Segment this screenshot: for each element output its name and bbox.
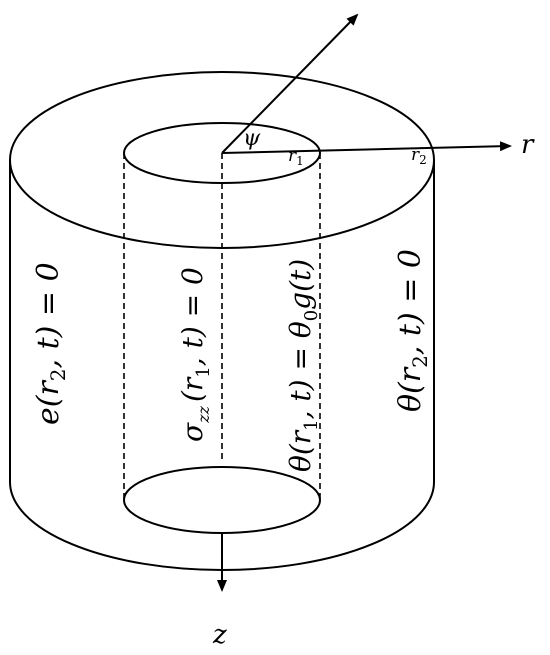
bc-inner-left: σzz(r1, t) = 0: [176, 267, 214, 442]
psi-label: ψ: [243, 126, 261, 151]
bc-outer-left: e(r2, t) = 0: [31, 262, 70, 425]
bc-inner-right: θ(r1, t) = θ0g(t): [284, 259, 322, 472]
r-axis-label: r: [521, 130, 535, 160]
outer-top-ellipse: [9, 71, 435, 249]
diagonal-axis-arrow: [221, 13, 359, 154]
r1-label: r1: [288, 146, 304, 168]
r-axis-arrow: [221, 141, 512, 154]
z-axis-label: z: [212, 620, 227, 650]
r2-label: r2: [411, 145, 427, 167]
inner-bottom-ellipse: [123, 466, 321, 534]
bc-outer-right: θ(r2, t) = 0: [393, 249, 432, 412]
